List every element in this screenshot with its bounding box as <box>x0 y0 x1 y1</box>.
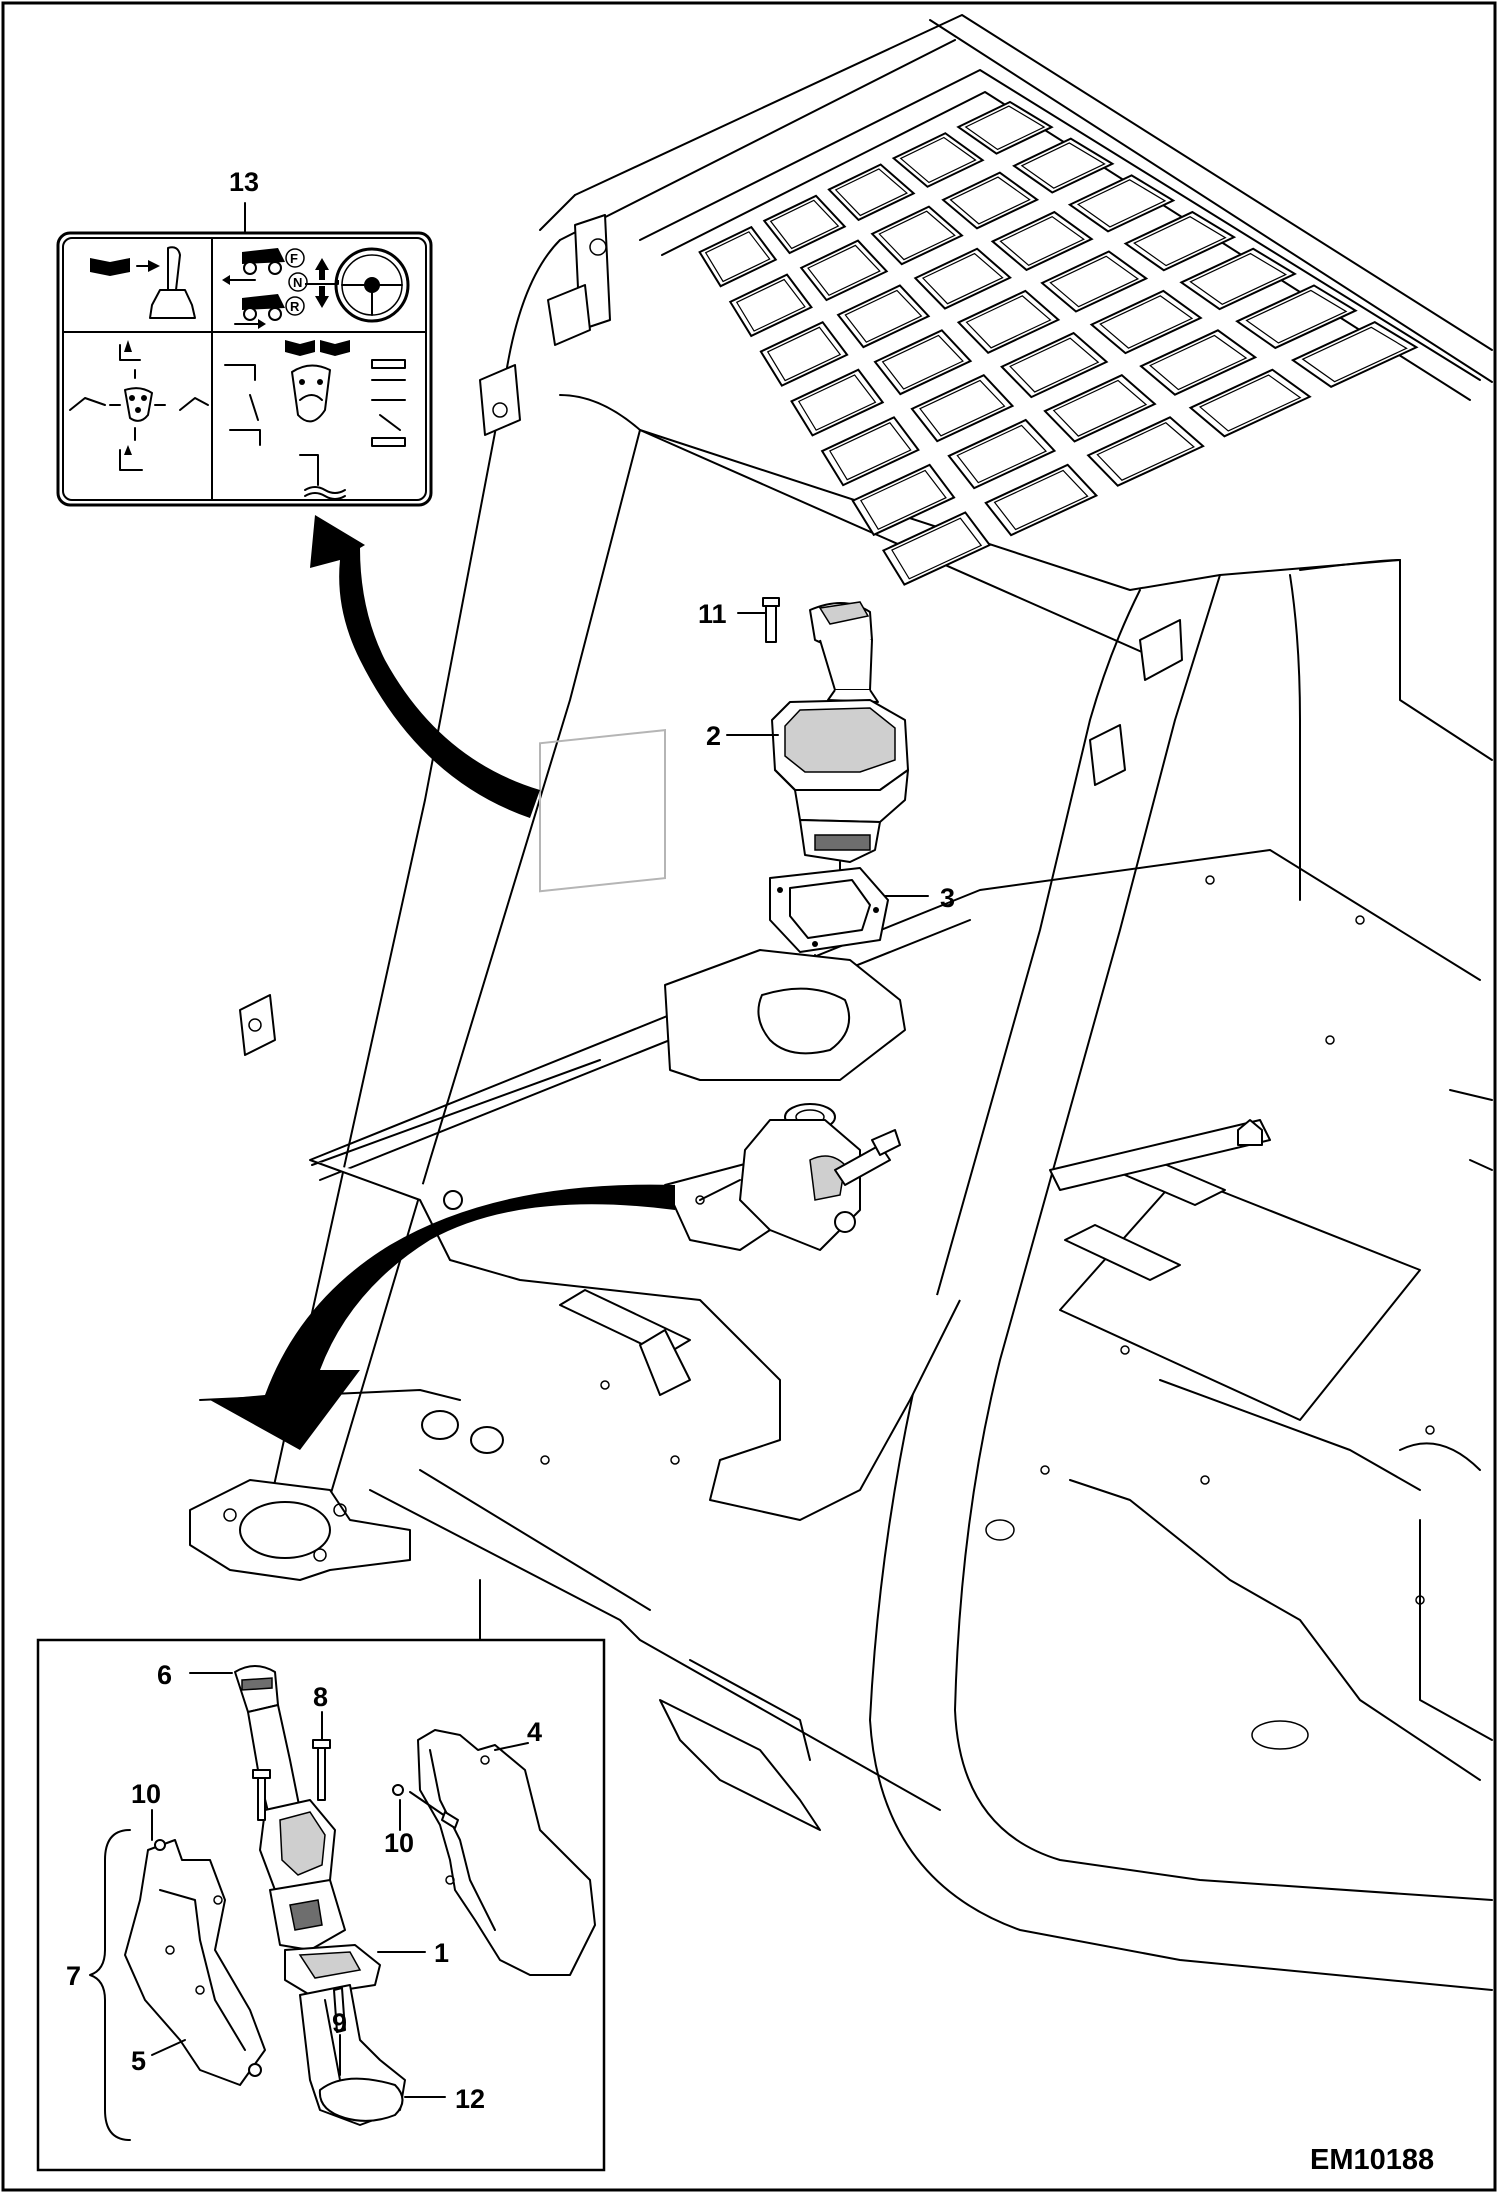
roof-opening-inner <box>1009 337 1100 393</box>
callout-8: 8 <box>313 1682 328 1712</box>
roof-opening-inner <box>844 289 923 343</box>
roof-opening-inner <box>1076 179 1167 228</box>
roof-opening-inner <box>1096 422 1195 481</box>
roof-opening-inner <box>1198 374 1302 432</box>
roof-opening <box>836 284 931 349</box>
roof-opening-inner <box>735 278 806 332</box>
roof-opening-inner <box>1245 289 1348 344</box>
roof-opening-inner <box>881 334 964 390</box>
roof-grid <box>698 100 1419 586</box>
callout-1: 1 <box>434 1938 449 1968</box>
roof-opening <box>1040 250 1149 313</box>
roof-opening-inner <box>1189 252 1288 305</box>
roof-opening-inner <box>1099 295 1194 349</box>
chassis-floor <box>189 849 1493 1831</box>
auxiliary-hydraulics-pattern-icon <box>224 340 406 500</box>
roof-opening-inner <box>999 216 1085 267</box>
callout-9: 9 <box>332 2008 347 2038</box>
roof-opening-inner <box>993 469 1089 531</box>
loader-control-pattern-icon <box>69 340 209 471</box>
roof-opening <box>790 368 885 437</box>
mark-neutral: N <box>293 275 302 290</box>
roof-opening-inner <box>1052 379 1148 437</box>
roof-opening <box>1188 368 1312 438</box>
callout-11: 11 <box>698 599 727 629</box>
roof-opening <box>947 418 1057 490</box>
roof-opening <box>1000 331 1109 399</box>
roof-opening-inner <box>807 244 881 297</box>
travel-direction-steering-icon: F N R <box>222 247 410 329</box>
roof-opening <box>1235 284 1358 350</box>
roof-opening <box>891 132 985 188</box>
roof-opening-inner <box>919 379 1006 437</box>
callout-5: 5 <box>131 2046 146 2076</box>
roof-opening-inner <box>965 295 1052 349</box>
roof-opening <box>1043 373 1157 443</box>
callout-10-right: 10 <box>384 1828 414 1858</box>
roof-opening-inner <box>860 469 947 531</box>
roof-opening <box>990 210 1094 272</box>
roof-opening-inner <box>921 252 1004 305</box>
roof-opening-inner <box>1149 334 1248 391</box>
mark-reverse: R <box>290 299 300 314</box>
roof-opening-inner <box>891 517 983 580</box>
roof-opening <box>1086 416 1205 487</box>
decal-arrow <box>310 515 540 818</box>
roof-opening <box>1139 329 1258 396</box>
roof-opening <box>759 320 849 387</box>
callout-4: 4 <box>527 1717 542 1747</box>
roof-opening-inner <box>769 199 840 250</box>
roof-opening <box>851 463 956 537</box>
callout-2: 2 <box>706 721 721 751</box>
roof-opening <box>913 247 1012 310</box>
roof-opening <box>881 511 992 586</box>
callout-7: 7 <box>66 1961 81 1991</box>
callout-3: 3 <box>940 883 955 913</box>
callout-labels: 13 11 2 3 6 8 4 10 10 7 1 9 5 12 EM10188 <box>66 167 1434 2176</box>
callout-6: 6 <box>157 1660 172 1690</box>
mark-forward: F <box>290 251 298 266</box>
roof-opening-inner <box>766 326 842 382</box>
decal-location <box>539 729 666 893</box>
roof-opening-inner <box>1133 216 1227 267</box>
console-arrow <box>210 1184 675 1450</box>
roof-opening <box>956 289 1061 355</box>
callout-12: 12 <box>455 2084 485 2114</box>
callout-10-left: 10 <box>131 1779 161 1809</box>
roof-opening-inner <box>797 374 877 431</box>
roof-opening <box>1179 247 1297 311</box>
roof-opening <box>698 225 778 288</box>
roof-opening-inner <box>1049 255 1140 308</box>
roof-opening-inner <box>704 231 771 283</box>
callout-leaders <box>151 612 929 2098</box>
roof-opening-inner <box>964 105 1046 151</box>
joystick-manual-icon <box>90 246 196 319</box>
roof-opening-inner <box>956 424 1048 484</box>
roof-opening <box>820 416 920 487</box>
roof-opening <box>728 273 813 338</box>
decal-13: F N R <box>56 202 433 507</box>
roof-opening-inner <box>834 168 909 217</box>
roof-opening <box>1089 289 1203 355</box>
joystick-assembly <box>664 597 909 1251</box>
roof-opening-inner <box>1301 326 1408 383</box>
roof-opening <box>956 100 1054 155</box>
callout-13: 13 <box>229 167 259 197</box>
roof-opening <box>799 239 889 302</box>
roof-opening <box>873 329 973 396</box>
roof-opening <box>910 373 1015 443</box>
roof-opening <box>941 171 1040 230</box>
roof-opening-inner <box>949 176 1031 225</box>
roof-opening <box>984 463 1099 537</box>
roof-opening <box>1290 321 1419 388</box>
roof-opening-inner <box>899 136 977 184</box>
roof-opening-inner <box>828 421 912 481</box>
figure-code: EM10188 <box>1310 2144 1434 2176</box>
roof-opening-inner <box>878 210 956 261</box>
roof-opening <box>1012 137 1115 194</box>
roof-opening <box>827 163 916 222</box>
roof-opening-inner <box>1020 142 1106 189</box>
